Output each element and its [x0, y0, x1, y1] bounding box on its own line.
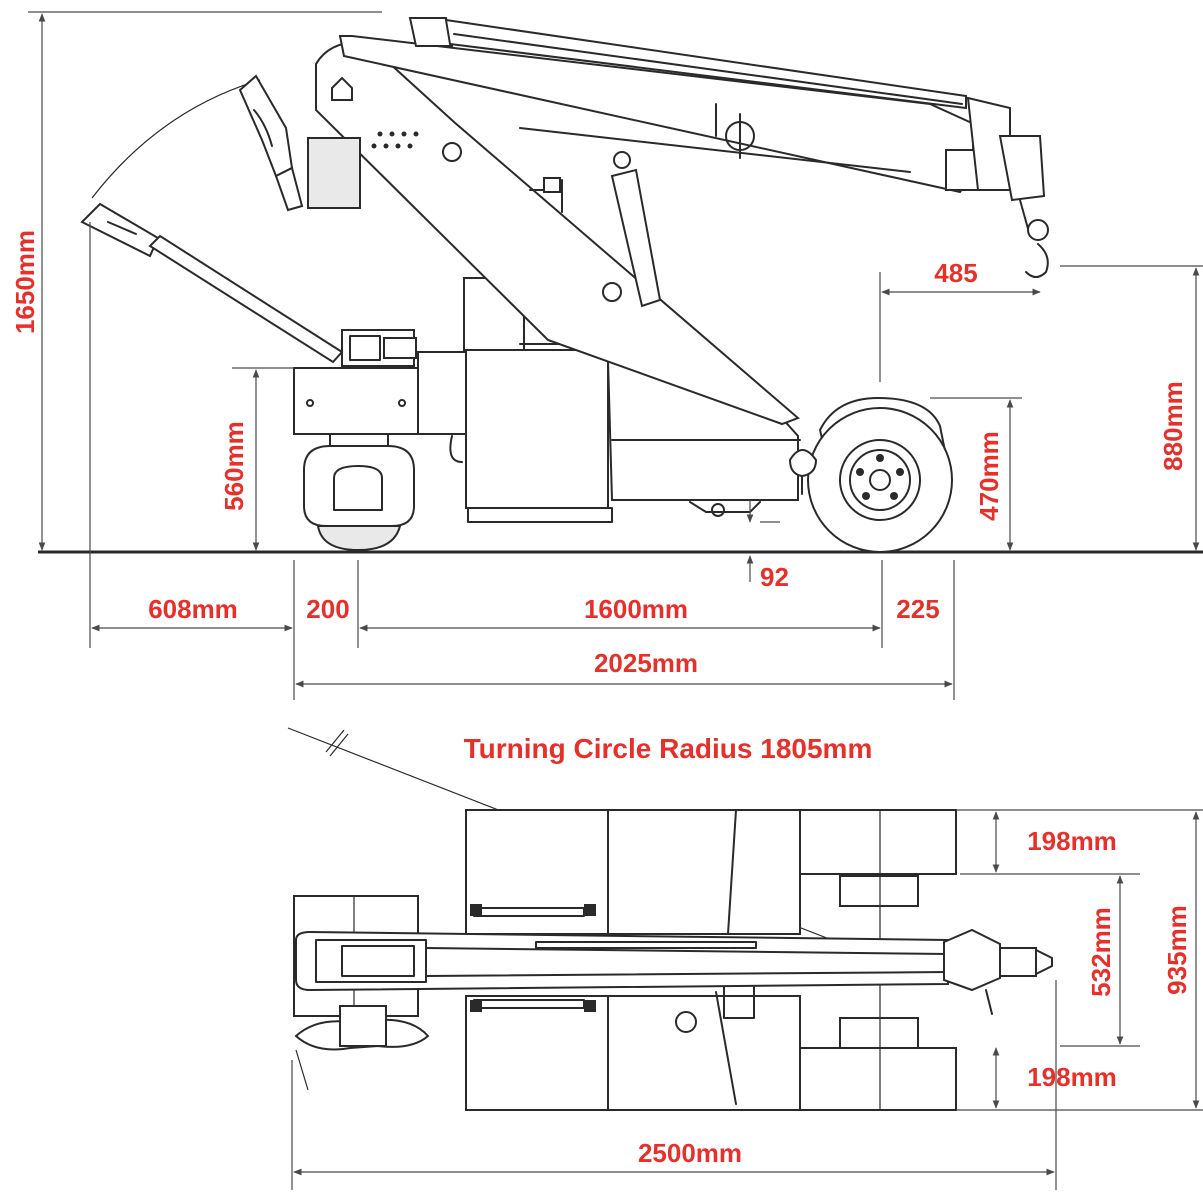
label-outrigger-height: 560mm [219, 421, 249, 511]
jib-boom [338, 17, 1049, 278]
rivet-grid [371, 131, 419, 149]
tiller-handle [80, 74, 344, 364]
label-width-total: 935mm [1162, 905, 1192, 995]
label-overhang-rear: 608mm [148, 594, 238, 624]
label-overhang-front: 225 [896, 594, 939, 624]
boom-mast [307, 40, 800, 426]
top-view: Turning Circle Radius 1805mm [287, 727, 1203, 1190]
label-hook-height: 880mm [1158, 381, 1188, 471]
label-rear-wheel-height: 470mm [974, 431, 1004, 521]
side-view: 1650mm 560mm 470mm 880mm 485 92 608mm 20… [10, 11, 1203, 700]
boom-top [295, 928, 1053, 1015]
tiller-top [294, 1005, 430, 1091]
label-length-total-side: 2025mm [594, 648, 698, 678]
handle-swing-arc [91, 79, 261, 199]
label-length-total-top: 2500mm [638, 1138, 742, 1168]
label-wheelbase: 1600mm [584, 594, 688, 624]
label-track-inner: 532mm [1086, 907, 1116, 997]
hydraulic-ram [610, 151, 662, 308]
label-height-total: 1650mm [10, 230, 40, 334]
label-turning-circle: Turning Circle Radius 1805mm [464, 733, 873, 764]
label-overhang-front-short: 200 [306, 594, 349, 624]
label-side-width-top: 198mm [1027, 826, 1117, 856]
label-side-width-bottom: 198mm [1027, 1062, 1117, 1092]
chassis-top [465, 809, 957, 1111]
control-box [341, 329, 417, 367]
label-hook-offset: 485 [934, 258, 977, 288]
rear-castor-assembly [293, 367, 419, 552]
front-wheel [788, 396, 953, 553]
label-ground-clearance: 92 [760, 562, 789, 592]
